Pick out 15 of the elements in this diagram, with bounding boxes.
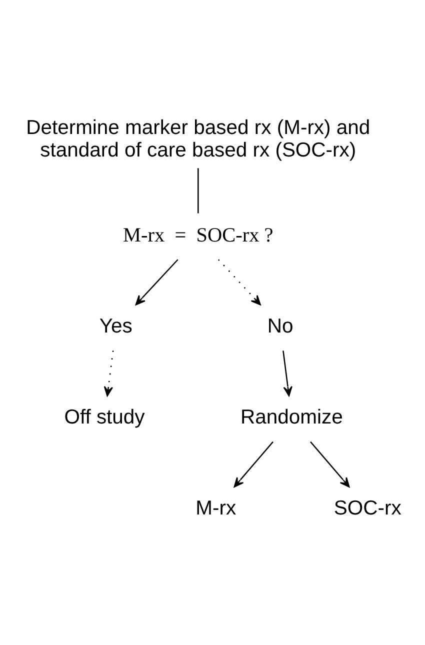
node-text: Randomize <box>240 406 342 428</box>
node-text: M-rx <box>195 498 236 520</box>
node-text: Off study <box>64 406 144 428</box>
node-text: Determine marker based rx (M-rx) and standard of care based rx (SOC-rx) <box>26 116 370 162</box>
node-text: No <box>266 315 293 338</box>
arrow <box>218 259 260 306</box>
arrow <box>233 441 273 488</box>
arrow <box>134 259 178 306</box>
connector <box>197 168 198 214</box>
node-text: M-rx = SOC-rx ? <box>122 224 273 246</box>
arrow <box>103 350 114 396</box>
arrow <box>310 441 350 488</box>
arrow <box>282 350 292 396</box>
node-text: Yes <box>98 315 132 338</box>
node-text: SOC-rx <box>333 498 401 520</box>
